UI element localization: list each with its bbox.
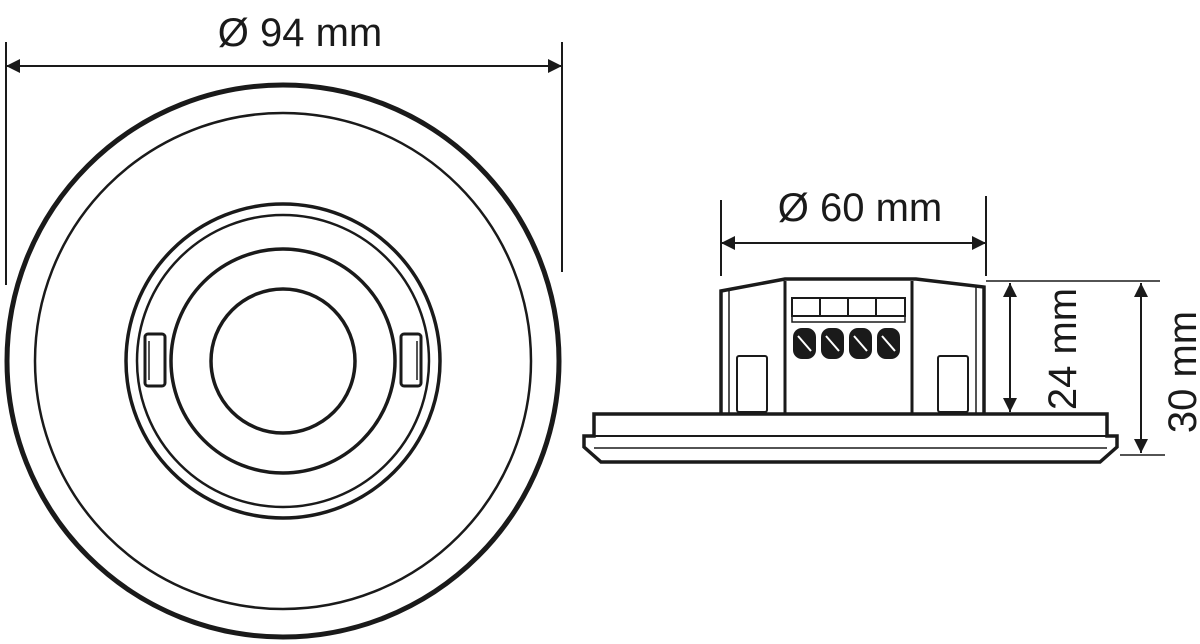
side-view xyxy=(582,277,1119,464)
top-view xyxy=(4,82,562,640)
top-diameter-dimension: Ø 94 mm xyxy=(5,11,563,285)
mount-diameter-label: Ø 60 mm xyxy=(778,186,942,230)
terminal-block xyxy=(791,297,906,359)
outer-ring xyxy=(4,82,562,640)
top-diameter-label: Ø 94 mm xyxy=(218,11,382,55)
body-height-label: 24 mm xyxy=(1041,288,1085,410)
total-height-label: 30 mm xyxy=(1161,311,1200,433)
terminal-screws xyxy=(793,328,900,359)
right-clip xyxy=(399,332,423,388)
mount-diameter-dimension: Ø 60 mm xyxy=(720,186,987,276)
mounting-body xyxy=(719,277,986,414)
sensor-lens xyxy=(209,287,357,435)
left-clip xyxy=(143,332,167,388)
cover-plate xyxy=(582,412,1119,464)
lens-housing-outer xyxy=(124,202,442,520)
body-height-dimension: 24 mm xyxy=(986,280,1160,412)
lens-housing-inner xyxy=(135,213,431,509)
lens-collar xyxy=(169,247,397,475)
total-height-dimension: 30 mm xyxy=(1120,283,1200,456)
inner-ring xyxy=(33,111,533,611)
